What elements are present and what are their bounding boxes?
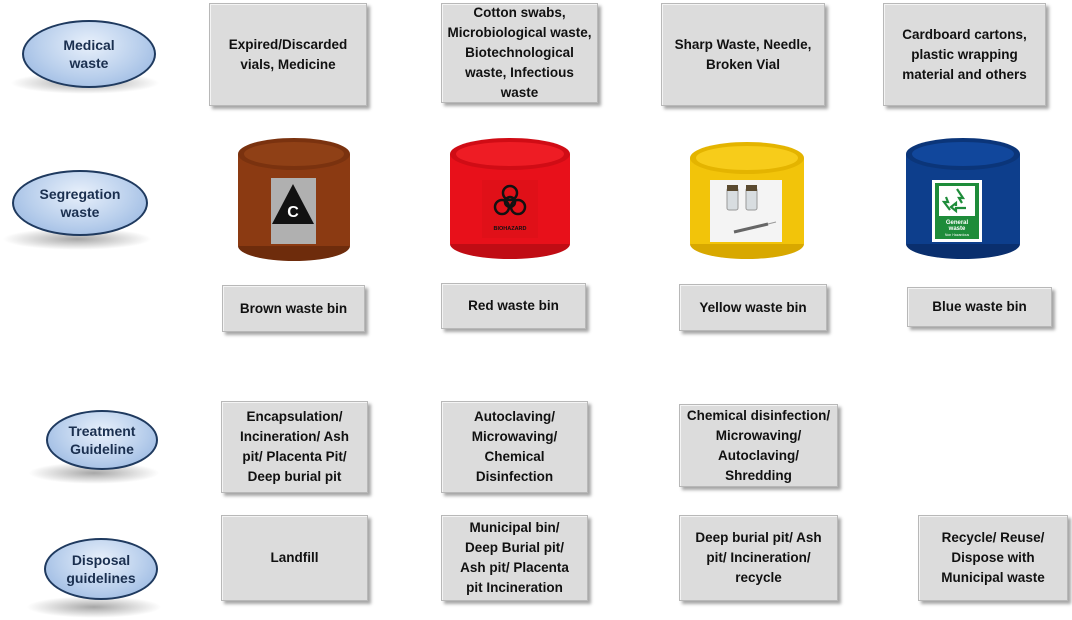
bin-icon-text: C <box>287 204 299 221</box>
row-label-segregation-waste: Segregation waste <box>12 170 148 236</box>
medical-waste-box: Sharp Waste, Needle, Broken Vial <box>661 3 825 106</box>
brown-waste-bin: C <box>238 138 350 261</box>
red-waste-bin: BIOHAZARD <box>450 138 570 259</box>
disposal-box: Deep burial pit/ Ash pit/ Incineration/ … <box>679 515 838 601</box>
medical-waste-box: Expired/Discarded vials, Medicine <box>209 3 367 106</box>
treatment-box: Encapsulation/ Incineration/ Ash pit/ Pl… <box>221 401 368 493</box>
vials-syringe-icon <box>710 180 782 242</box>
bin-icon-subtext: Non Hazardous <box>945 233 970 237</box>
bin-label: Red waste bin <box>441 283 586 329</box>
oval-shadow <box>26 596 162 618</box>
treatment-box: Chemical disinfection/ Microwaving/ Auto… <box>679 404 838 487</box>
bin-label: Yellow waste bin <box>679 284 827 331</box>
row-label-treatment-guideline: Treatment Guideline <box>46 410 158 470</box>
oval-shadow <box>28 462 160 484</box>
bin-label: Brown waste bin <box>222 285 365 332</box>
bin-icon-text: BIOHAZARD <box>494 226 527 232</box>
oval-shadow <box>2 228 152 250</box>
medical-waste-box: Cotton swabs, Microbiological waste, Bio… <box>441 3 598 103</box>
biohazard-icon: BIOHAZARD <box>482 180 538 238</box>
disposal-box: Landfill <box>221 515 368 601</box>
row-label-disposal-guidelines: Disposal guidelines <box>44 538 158 600</box>
row-label-medical-waste: Medical waste <box>22 20 156 88</box>
category-c-triangle-icon: C <box>271 178 316 244</box>
disposal-box: Municipal bin/ Deep Burial pit/ Ash pit/… <box>441 515 588 601</box>
yellow-waste-bin <box>690 142 804 259</box>
medical-waste-box: Cardboard cartons, plastic wrapping mate… <box>883 3 1046 106</box>
bin-label: Blue waste bin <box>907 287 1052 327</box>
disposal-box: Recycle/ Reuse/ Dispose with Municipal w… <box>918 515 1068 601</box>
treatment-box: Autoclaving/ Microwaving/ Chemical Disin… <box>441 401 588 493</box>
